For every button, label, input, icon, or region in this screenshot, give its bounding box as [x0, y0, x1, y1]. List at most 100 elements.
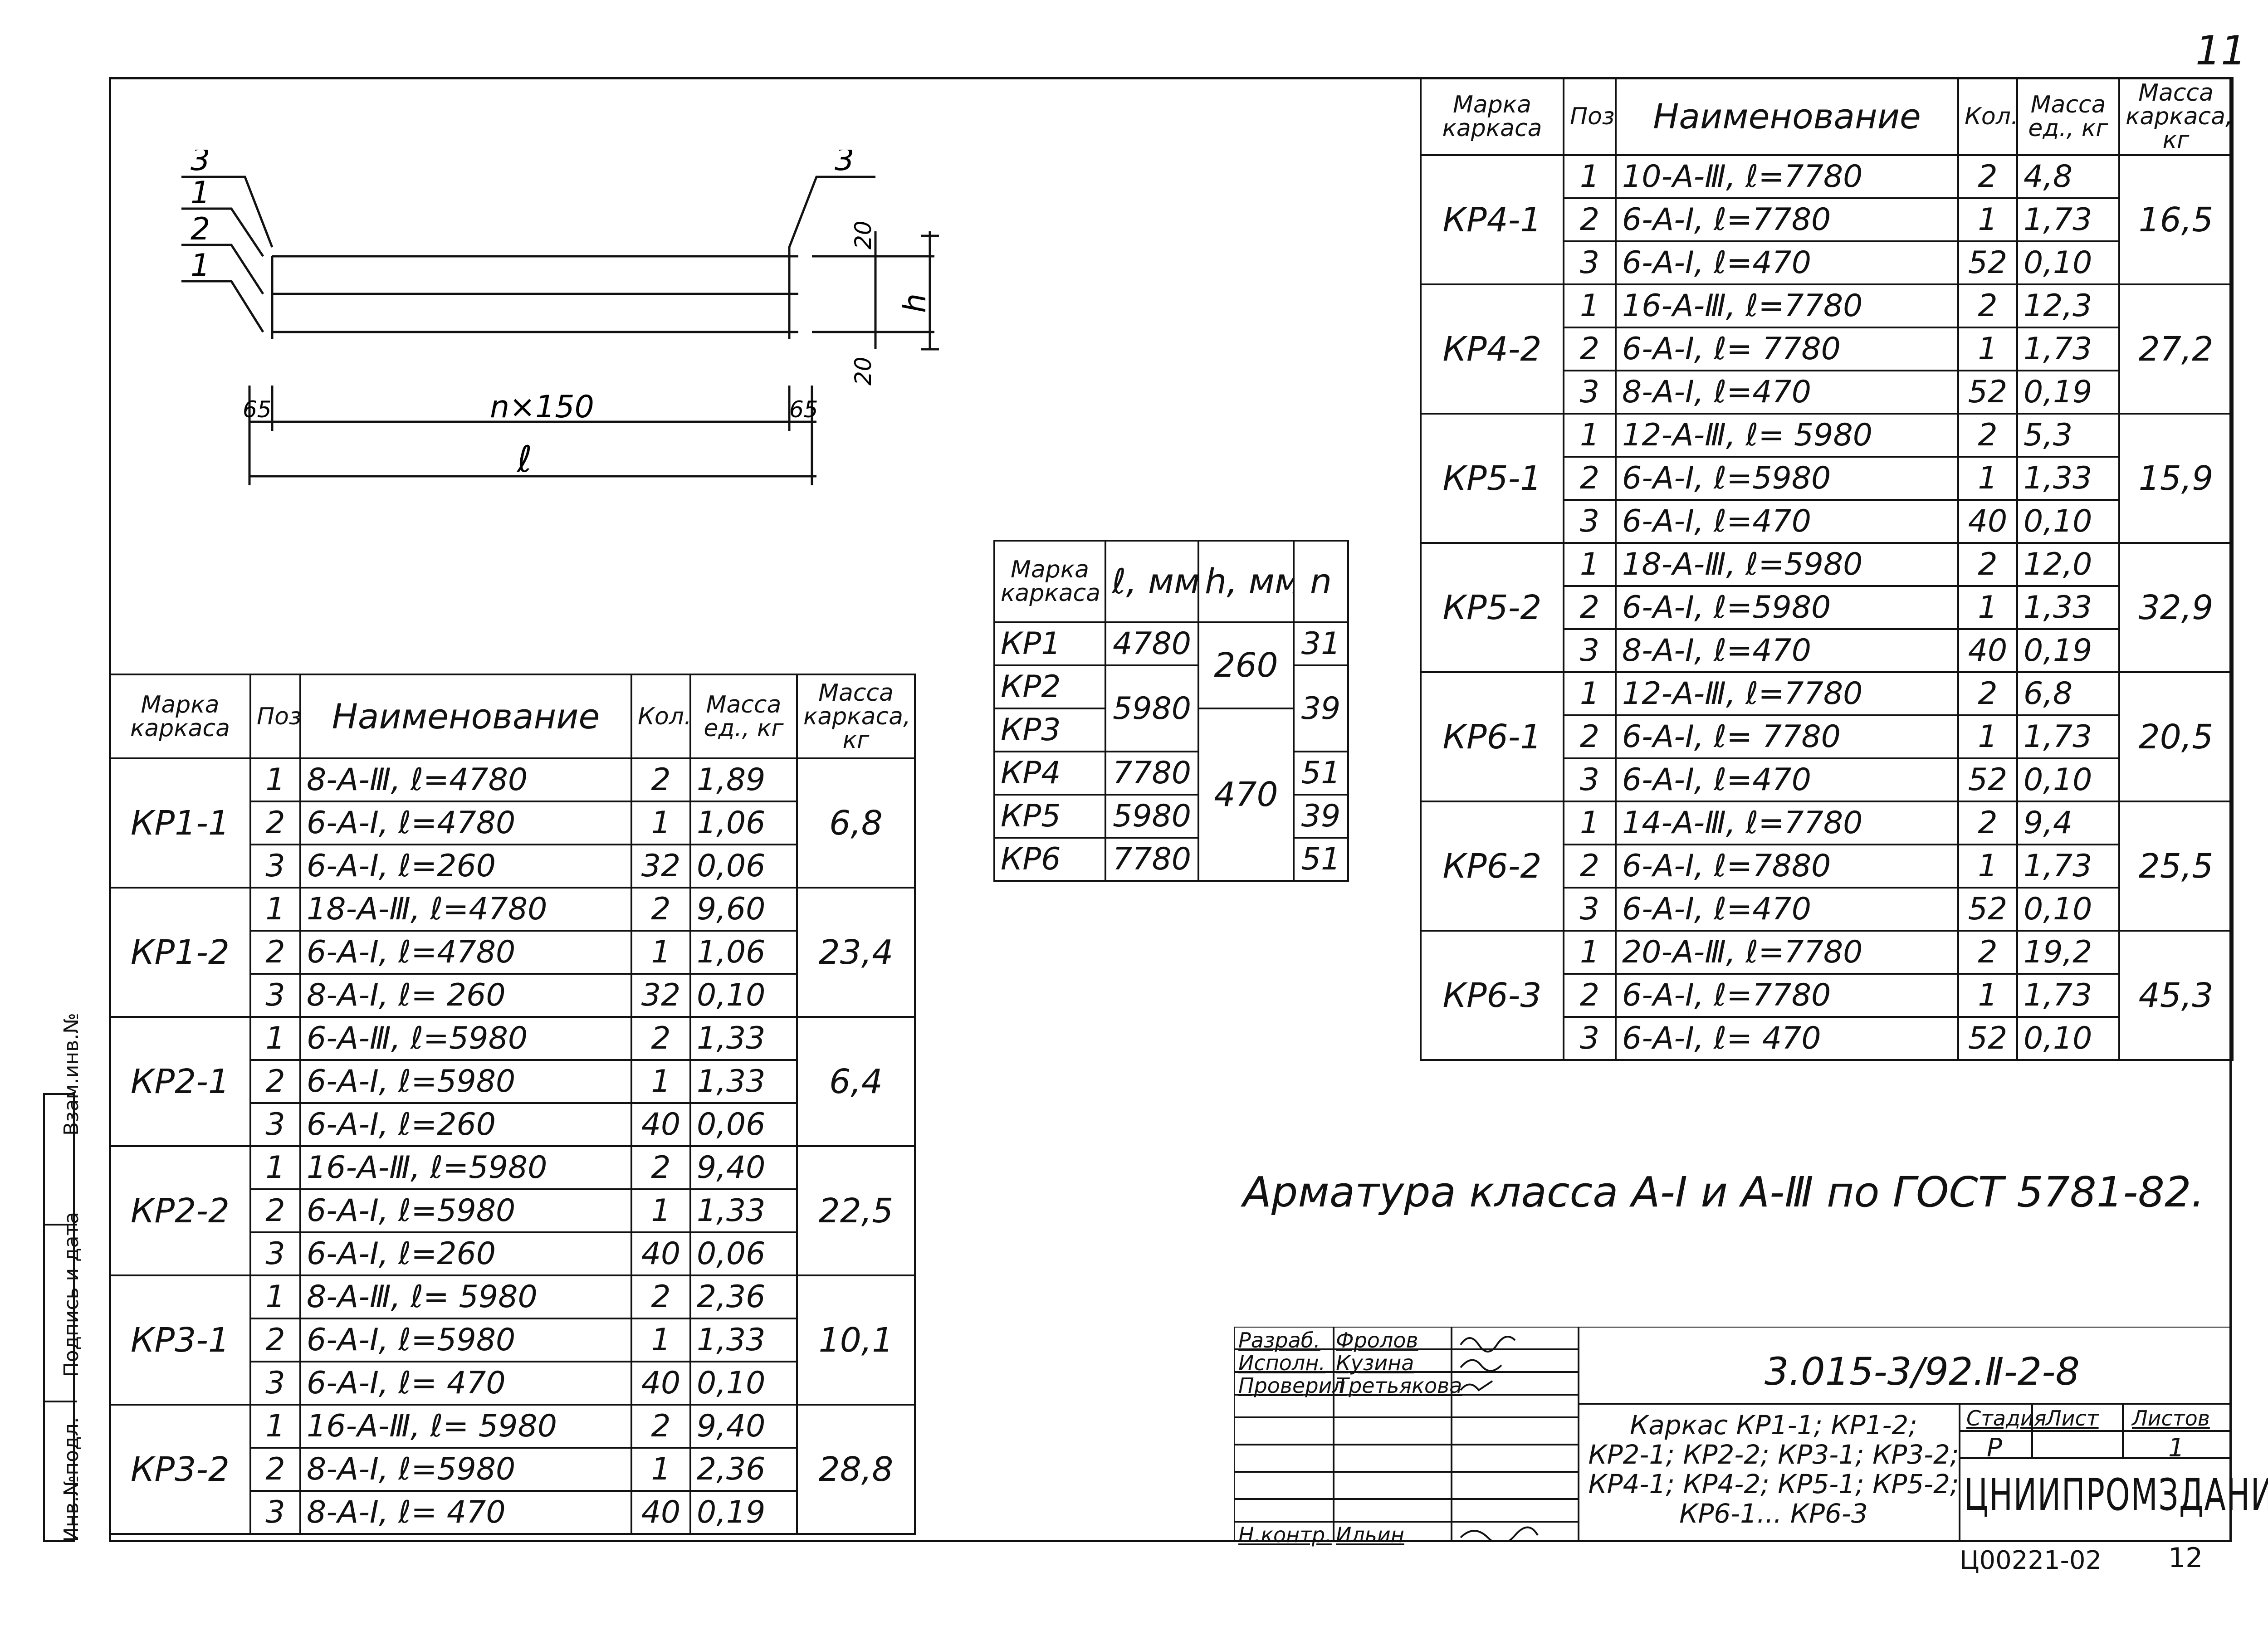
quantity: 32	[631, 973, 691, 1018]
position-number: 2	[249, 801, 301, 845]
quantity: 1	[1957, 973, 2018, 1018]
quantity: 52	[1957, 887, 2018, 932]
position-number: 2	[1563, 844, 1617, 889]
quantity: 1	[1957, 585, 2018, 630]
pos-label: 1	[191, 248, 210, 283]
header-frame-mass-line: кг	[2162, 127, 2190, 154]
frame-mass: 28,8	[796, 1404, 916, 1535]
bar-description: 6-А-Ⅰ, ℓ=260	[299, 1102, 632, 1147]
unit-mass: 9,60	[689, 887, 798, 932]
quantity: 1	[1957, 197, 2018, 242]
quantity: 2	[631, 757, 691, 802]
position-number: 3	[249, 1231, 301, 1276]
header-unit-mass-line: Масса	[706, 691, 782, 718]
position-number: 2	[249, 1318, 301, 1362]
frame-mass: 22,5	[796, 1145, 916, 1276]
quantity: 1	[631, 1188, 691, 1233]
sheets-label: Листов	[2132, 1406, 2210, 1431]
bar-description: 18-А-Ⅲ, ℓ=4780	[299, 887, 632, 932]
quantity: 1	[1957, 327, 2018, 371]
quantity: 52	[1957, 757, 2018, 802]
bar-description: 6-А-Ⅰ, ℓ= 7780	[1615, 327, 1959, 371]
quantity: 1	[631, 930, 691, 975]
dim-label: h	[897, 293, 933, 313]
unit-mass: 2,36	[689, 1274, 798, 1319]
title-line: КР2-1; КР2-2; КР3-1; КР3-2;	[1588, 1439, 1959, 1470]
bar-description: 6-А-Ⅰ, ℓ=470	[1615, 887, 1959, 932]
person-name: Фролов	[1336, 1328, 1418, 1353]
header-pos: Поз.	[1563, 77, 1617, 156]
role-label: Проверил	[1238, 1373, 1345, 1398]
unit-mass: 0,10	[2016, 240, 2120, 285]
header-row: МаркакаркасаПоз.НаименованиеКол.Массаед.…	[109, 674, 916, 759]
bar-description: 12-А-Ⅲ, ℓ=7780	[1615, 671, 1959, 716]
quantity: 40	[631, 1361, 691, 1406]
bar-description: 6-А-Ⅰ, ℓ=5980	[299, 1318, 632, 1362]
organization-name: ЦНИИПРОМЗДАНИЙ	[1964, 1470, 2268, 1520]
unit-mass: 1,33	[689, 1059, 798, 1104]
bar-description: 6-А-Ⅰ, ℓ=5980	[299, 1059, 632, 1104]
unit-mass: 1,73	[2016, 714, 2120, 759]
header-frame-mass-line: каркаса,	[2126, 103, 2233, 130]
unit-mass: 0,06	[689, 844, 798, 889]
bar-description: 12-А-Ⅲ, ℓ= 5980	[1615, 413, 1959, 458]
header-qty: Кол.	[631, 674, 691, 759]
position-number: 2	[1563, 585, 1617, 630]
position-number: 1	[249, 1404, 301, 1449]
quantity: 2	[1957, 542, 2018, 587]
quantity: 52	[1957, 1016, 2018, 1061]
bar-description: 16-А-Ⅲ, ℓ=5980	[299, 1145, 632, 1190]
quantity: 2	[631, 887, 691, 932]
signature-mark	[1460, 1380, 1493, 1392]
bar-description: 14-А-Ⅲ, ℓ=7780	[1615, 801, 1959, 845]
unit-mass: 0,10	[2016, 757, 2120, 802]
frame-mark: КР6-2	[1420, 801, 1564, 932]
position-number: 2	[1563, 197, 1617, 242]
bar-description: 6-А-Ⅰ, ℓ=470	[1615, 757, 1959, 802]
quantity: 2	[1957, 413, 2018, 458]
quantity: 1	[1957, 844, 2018, 889]
header-name: Наименование	[1615, 77, 1959, 156]
frame-mark: КР6-1	[1420, 671, 1564, 802]
dim-label: ℓ	[516, 438, 532, 480]
quantity: 2	[631, 1016, 691, 1061]
side-stamp-dividers	[43, 1224, 77, 1402]
bar-description: 8-А-Ⅰ, ℓ=5980	[299, 1447, 632, 1492]
unit-mass: 0,19	[2016, 370, 2120, 415]
frame-mark: КР1	[993, 621, 1106, 666]
position-number: 3	[249, 1361, 301, 1406]
unit-mass: 0,10	[2016, 1016, 2120, 1061]
quantity: 1	[631, 1318, 691, 1362]
header-frame-mass-line: Масса	[818, 679, 894, 707]
bar-description: 8-А-Ⅰ, ℓ=470	[1615, 370, 1959, 415]
position-number: 1	[1563, 930, 1617, 975]
unit-mass: 9,40	[689, 1145, 798, 1190]
unit-mass: 5,3	[2016, 413, 2120, 458]
vzam-label: Взам.инв.№	[60, 1013, 83, 1136]
header-name: Наименование	[299, 674, 632, 759]
bar-description: 6-А-Ⅲ, ℓ=5980	[299, 1016, 632, 1061]
quantity: 1	[1957, 714, 2018, 759]
quantity: 1	[1957, 456, 2018, 501]
frame-mass: 45,3	[2118, 930, 2234, 1061]
quantity: 32	[631, 844, 691, 889]
